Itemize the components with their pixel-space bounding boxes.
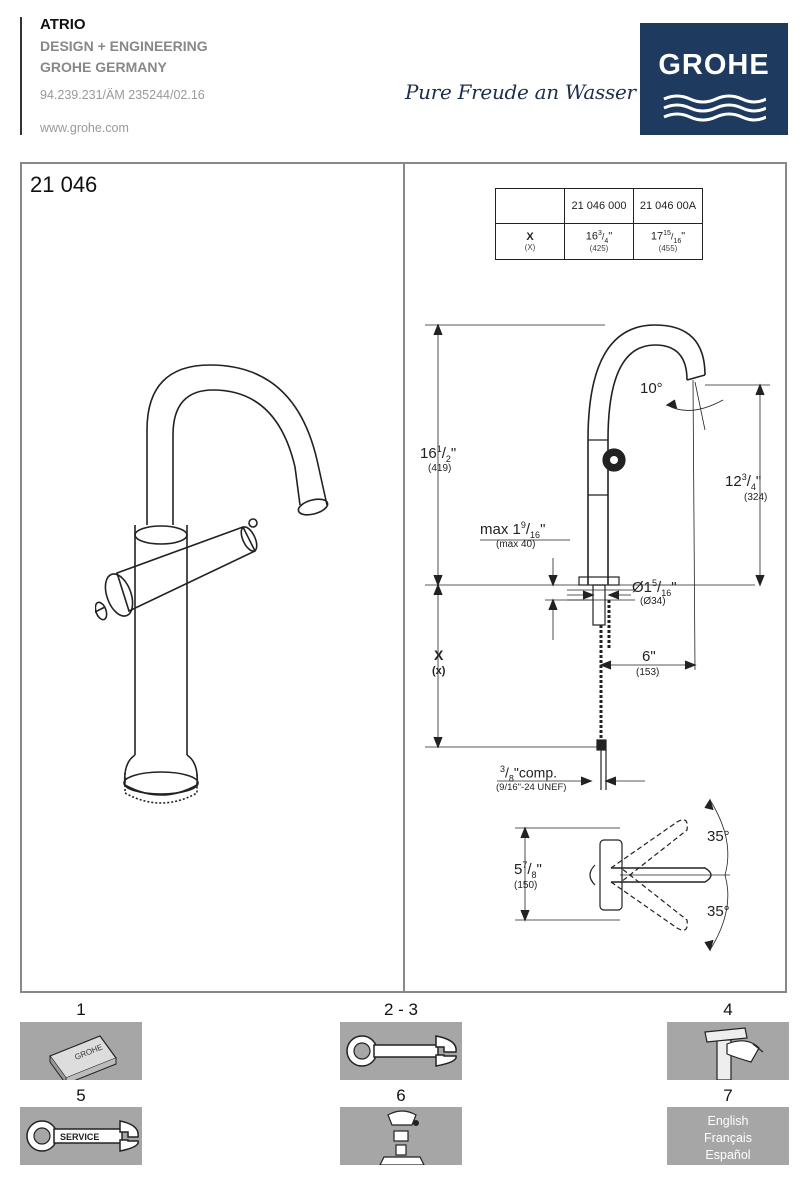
step-2-3-number: 2 - 3 <box>383 1000 419 1019</box>
row-label-sub: (X) <box>524 243 536 252</box>
step-6-tile[interactable] <box>340 1107 462 1166</box>
spout-whole: 12 <box>725 473 742 490</box>
deck-prefix: max 1 <box>480 521 521 538</box>
hole-diameter-dimension: Ø15/16" <box>632 578 677 598</box>
v2-unit: " <box>681 230 686 243</box>
deck-unit: " <box>540 521 546 538</box>
table-corner-cell <box>495 188 565 224</box>
language-list: English Français Español <box>667 1107 789 1164</box>
deck-num: 9 <box>520 520 526 530</box>
deck-den: 16 <box>530 530 541 540</box>
step-5-number: 5 <box>76 1086 86 1105</box>
height-num: 1 <box>436 444 442 454</box>
table-row-label: X (X) <box>495 223 565 260</box>
deck-thickness-dimension: max 19/16" <box>480 520 546 540</box>
faucet-illustration <box>95 364 329 804</box>
spout-den: 4 <box>750 482 756 492</box>
website-link[interactable]: www.grohe.com <box>40 121 129 135</box>
language-english[interactable]: English <box>707 1114 749 1128</box>
variant-dimension-table: 21 046 000 21 046 00A X (X) 163/4" (425)… <box>495 188 703 260</box>
step-2-3-tile[interactable] <box>340 1022 462 1080</box>
spout-height-dimension: 123/4" <box>725 472 762 492</box>
spout-mm: (324) <box>744 492 768 503</box>
service-label: SERVICE <box>60 1132 99 1142</box>
angle-10: 10° <box>640 380 663 397</box>
step-6-number: 6 <box>396 1086 406 1105</box>
hole-num: 5 <box>652 578 658 588</box>
language-francais[interactable]: Français <box>704 1131 752 1145</box>
swivel-den: 8 <box>531 870 537 880</box>
x-dimension-label: X <box>434 647 444 663</box>
cleaning-cloth-icon <box>704 1027 764 1081</box>
table-value-variant-1: 163/4" (425) <box>564 223 634 260</box>
table-header-variant-2: 21 046 00A <box>633 188 703 224</box>
swivel-dimension: 57/8" <box>514 860 542 880</box>
row-label-x: X <box>526 231 534 243</box>
hole-unit: " <box>671 579 677 596</box>
v1-den: 4 <box>604 237 609 245</box>
swivel-angle-top: 35° <box>707 828 730 845</box>
v1-num: 3 <box>598 229 602 237</box>
service-wrench-icon: SERVICE <box>26 1120 139 1152</box>
swivel-angle-bottom: 35° <box>707 903 730 920</box>
v1-unit: " <box>608 230 613 243</box>
cartridge-disassembly-icon <box>379 1110 425 1166</box>
height-mm: (419) <box>428 463 452 474</box>
wrench-icon <box>346 1035 457 1067</box>
hole-den: 16 <box>661 588 672 598</box>
step-4-tile[interactable] <box>667 1022 789 1081</box>
deck-mm: (max 40) <box>496 539 536 550</box>
swivel-num: 7 <box>522 860 528 870</box>
step-7-tile[interactable]: English Français Español <box>667 1107 789 1165</box>
step-1-number: 1 <box>76 1000 86 1019</box>
brand-slogan: Pure Freude an Wasser <box>405 80 636 104</box>
spout-unit: " <box>755 473 762 490</box>
v2-den: 16 <box>673 237 682 245</box>
v1-whole: 16 <box>585 230 598 243</box>
v2-mm: (455) <box>658 244 678 254</box>
conn-num: 3 <box>500 764 506 774</box>
v1-mm: (425) <box>589 244 609 254</box>
v2-num: 15 <box>663 229 671 237</box>
hole-mm: (Ø34) <box>640 596 666 607</box>
v2-whole: 17 <box>650 230 664 243</box>
conn-text: "comp. <box>513 764 558 781</box>
logo-text: GROHE <box>658 49 770 81</box>
product-line-title: ATRIO <box>40 16 86 33</box>
x-dimension-sub: (x) <box>432 665 446 677</box>
swivel-unit: " <box>536 861 542 878</box>
connection-thread: (9/16"-24 UNEF) <box>496 782 567 793</box>
spout-num: 3 <box>741 472 747 482</box>
height-den: 2 <box>445 454 451 464</box>
step-5-tile[interactable]: SERVICE <box>20 1107 142 1165</box>
swivel-mm: (150) <box>514 880 538 891</box>
step-7-number: 7 <box>723 1086 733 1105</box>
swivel-whole: 5 <box>514 861 523 878</box>
table-header-variant-1: 21 046 000 <box>564 188 634 224</box>
water-waves-icon <box>663 94 766 122</box>
reach-mm: (153) <box>636 667 660 678</box>
header-rule <box>20 17 22 135</box>
conn-den: 8 <box>508 773 514 784</box>
step-4-number: 4 <box>723 1000 733 1019</box>
document-reference: 94.239.231/ÄM 235244/02.16 <box>40 88 205 102</box>
frame-divider <box>403 162 405 993</box>
header-design-line: DESIGN + ENGINEERING <box>40 38 208 54</box>
hole-prefix: Ø1 <box>632 579 653 596</box>
grohe-logo: GROHE <box>640 23 788 135</box>
table-value-variant-2: 1715/16" (455) <box>633 223 703 260</box>
step-1-tile[interactable]: GROHE <box>20 1022 142 1086</box>
grohe-card-icon: GROHE <box>49 1035 117 1086</box>
height-unit: " <box>450 445 457 462</box>
model-number: 21 046 <box>30 172 98 197</box>
header-company-line: GROHE GERMANY <box>40 59 167 75</box>
connection-dimension: 3/8"comp. <box>500 764 558 784</box>
height-whole: 16 <box>420 445 437 462</box>
language-espanol[interactable]: Español <box>705 1148 751 1162</box>
height-dimension: 161/2" <box>420 444 457 464</box>
reach-dimension: 6" <box>642 648 656 665</box>
technical-drawing <box>425 323 770 952</box>
